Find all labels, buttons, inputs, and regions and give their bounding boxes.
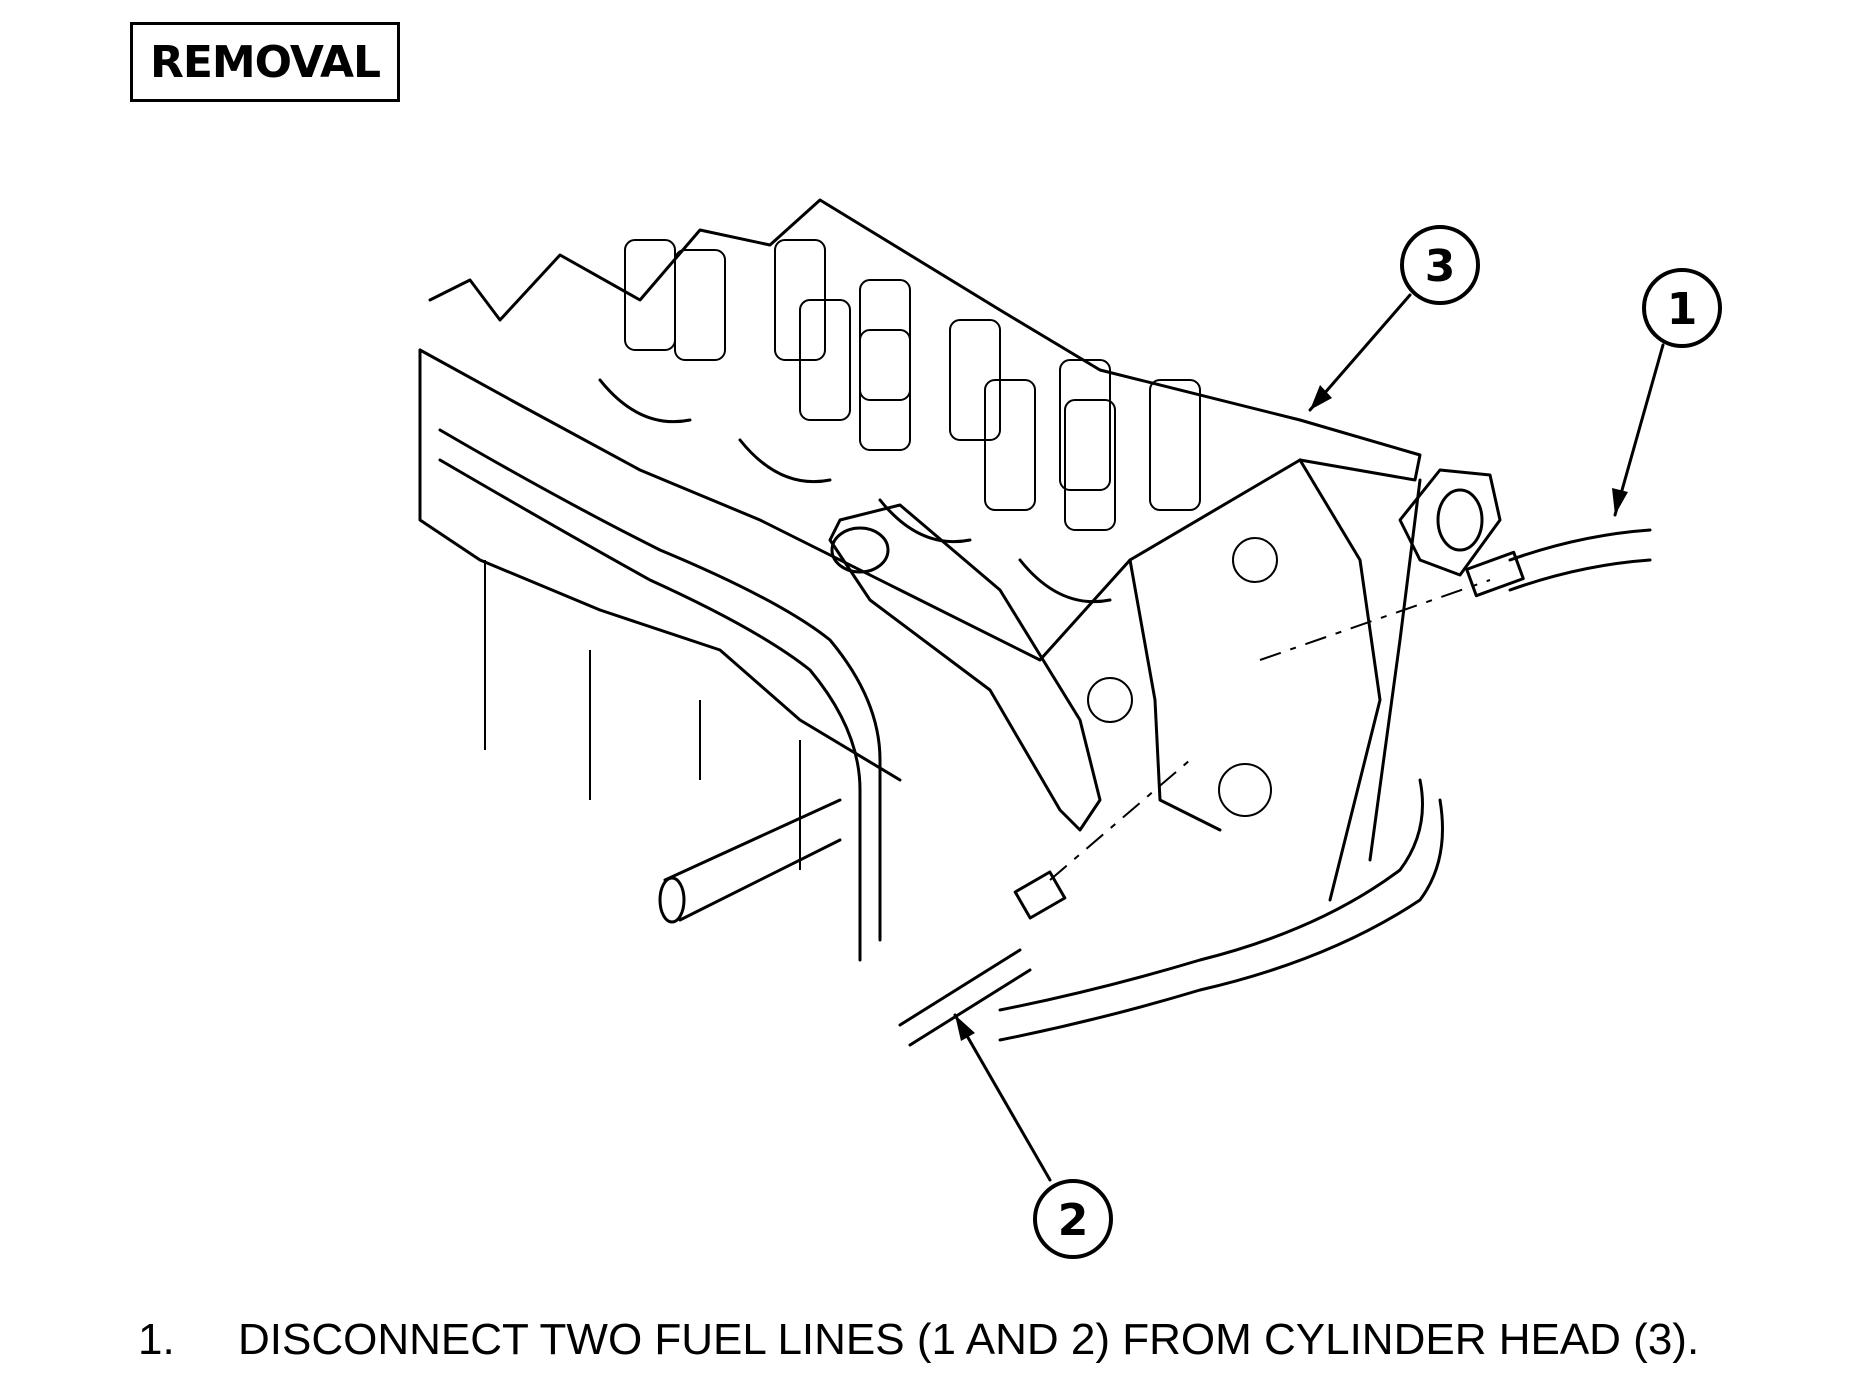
step-1: 1. DISCONNECT TWO FUEL LINES (1 AND 2) F… bbox=[138, 1315, 1838, 1365]
removal-heading: REMOVAL bbox=[130, 22, 400, 102]
valve-springs bbox=[624, 239, 1201, 531]
step-number: 1. bbox=[138, 1315, 175, 1364]
wiring-harness bbox=[438, 428, 1444, 1042]
cylinder-head-illustration: 3 1 2 bbox=[418, 198, 1722, 1259]
callout-1: 1 bbox=[1612, 268, 1722, 517]
callout-3: 3 bbox=[1308, 225, 1480, 412]
callout-2: 2 bbox=[953, 1013, 1113, 1259]
callout-3-label: 3 bbox=[1425, 241, 1456, 292]
step-text: DISCONNECT TWO FUEL LINES (1 AND 2) FROM… bbox=[238, 1315, 1700, 1364]
cylinder-head-drawing bbox=[418, 198, 1502, 902]
callout-1-label: 1 bbox=[1667, 284, 1698, 335]
callout-2-label: 2 bbox=[1058, 1195, 1089, 1246]
fuel-lines bbox=[658, 528, 1652, 1047]
